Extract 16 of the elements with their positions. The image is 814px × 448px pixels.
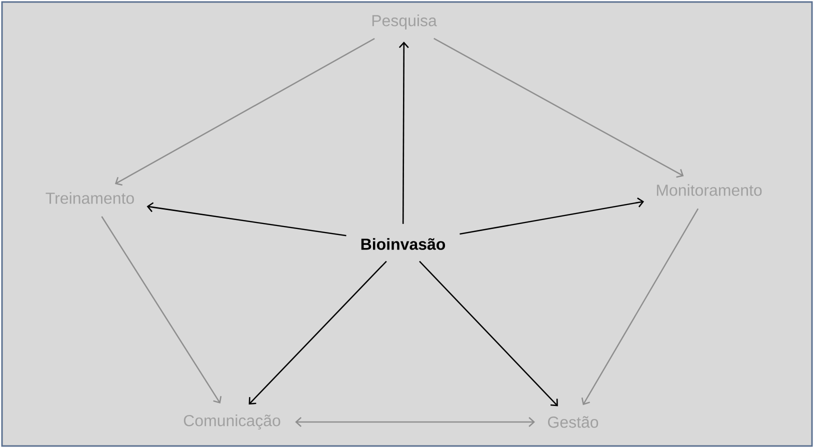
arrow: [398, 42, 409, 224]
arrow: [101, 216, 222, 404]
node-label: Pesquisa: [372, 14, 437, 30]
node-label: Comunicação: [184, 414, 280, 430]
node-label: Monitoramento: [656, 184, 762, 196]
node-label: Treinamento: [46, 192, 134, 204]
arrow: [419, 260, 558, 406]
arrow: [460, 198, 644, 235]
arrow: [295, 417, 536, 427]
arrow: [146, 202, 346, 236]
arrow: [114, 38, 375, 186]
arrow: [434, 38, 684, 178]
node-label: Gestão: [548, 416, 598, 428]
arrow: [581, 208, 699, 406]
arrow: [248, 260, 387, 405]
node-label: Bioinvasão: [361, 238, 446, 250]
